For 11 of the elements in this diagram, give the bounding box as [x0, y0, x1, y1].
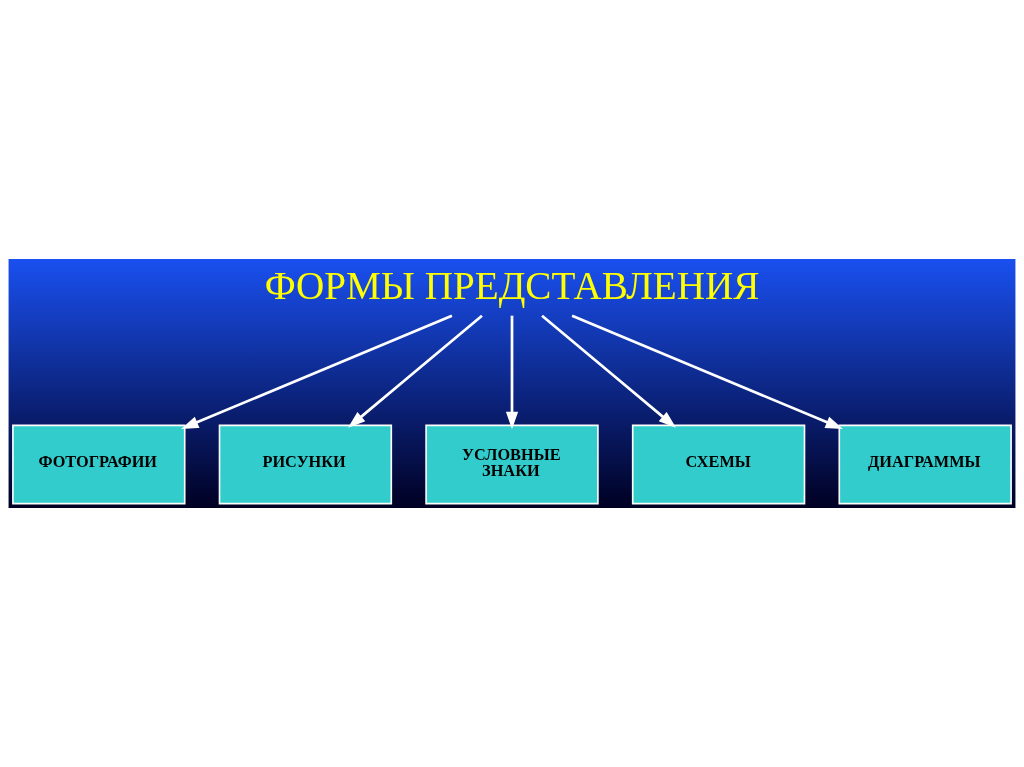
node-box: ФОТОГРАФИИ [12, 424, 186, 505]
arrow [541, 314, 677, 428]
node-text: ФОРМЫ ПРЕДСТАВЛЕНИЯ [264, 264, 760, 308]
arrow [181, 314, 453, 429]
arrow [571, 314, 843, 429]
node-box: СХЕМЫ [631, 424, 806, 505]
node-box: РИСУНКИ [218, 424, 393, 505]
node-box: ДИАГРАММЫ [838, 424, 1012, 505]
arrow [505, 315, 519, 430]
arrow [347, 314, 483, 428]
node-box: УСЛОВНЫЕ ЗНАКИ [425, 424, 599, 505]
